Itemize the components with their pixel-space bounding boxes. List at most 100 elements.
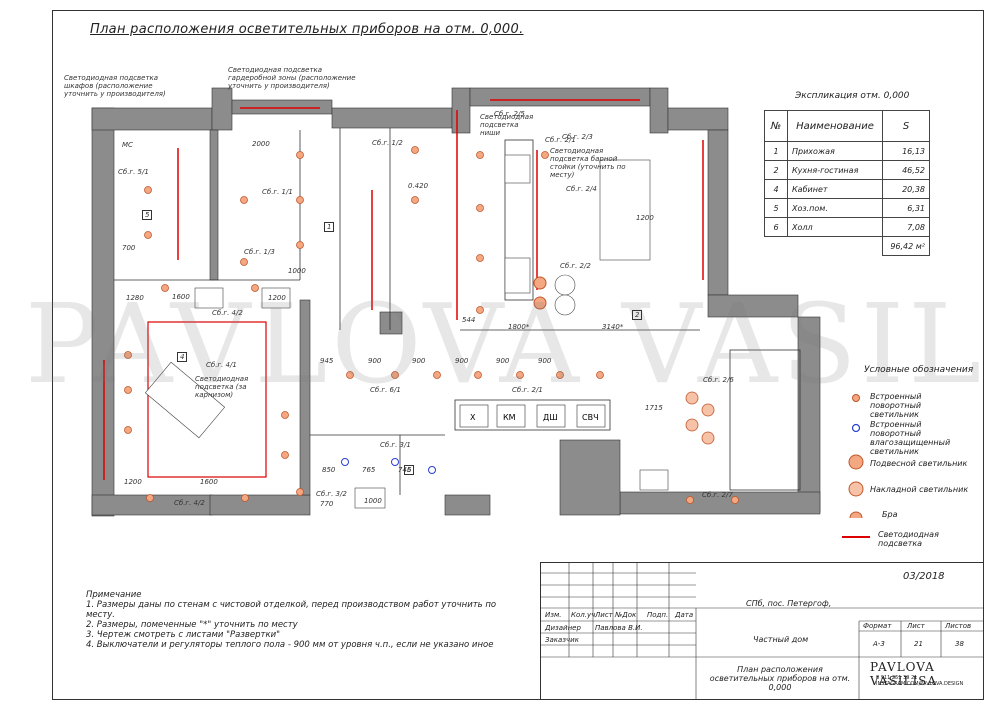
- appliance-dishwasher: [536, 404, 566, 428]
- tb-sheets-label: Листов: [945, 622, 972, 630]
- table-cell: 1: [764, 141, 788, 161]
- spot-lights: [124, 146, 739, 504]
- table-cell: 6,31: [882, 198, 930, 218]
- tb-location: СПб, пос. Петергоф,: [746, 599, 832, 608]
- column-header: №: [764, 110, 788, 142]
- tb-sheet-title: План расположения осветительных приборов…: [709, 665, 851, 692]
- dim: 1000: [364, 497, 382, 505]
- group-label: Сб.г. 3/1: [380, 441, 411, 449]
- dim: 770: [320, 500, 334, 508]
- table-cell: 46,52: [882, 160, 930, 180]
- tb-col: Лист: [595, 611, 613, 619]
- tb-col: Подп.: [647, 611, 669, 619]
- table-header: № Наименование S: [764, 110, 930, 142]
- tb-sheet-label: Лист: [907, 622, 925, 630]
- room-number-1: 1: [324, 222, 335, 232]
- column-header: S: [882, 110, 930, 142]
- table-cell: Хоз.пом.: [787, 198, 883, 218]
- dim: 1715: [645, 404, 663, 412]
- dim: 544: [462, 316, 476, 324]
- table-cell: Холл: [787, 217, 883, 237]
- room-number-2: 2: [632, 310, 643, 320]
- led-strips: [103, 99, 704, 480]
- tb-designer-role: Дизайнер: [545, 624, 581, 632]
- dim: 765: [362, 466, 376, 474]
- tb-date: 03/2018: [903, 571, 945, 582]
- table-row: 2 Кухня-гостиная 46,52: [764, 160, 930, 180]
- table-cell: Кабинет: [787, 179, 883, 199]
- legend-label: Встроенный поворотный светильник: [870, 392, 922, 419]
- appliance-oven: [496, 404, 526, 428]
- table-cell-total: 96,42 м²: [882, 236, 930, 256]
- dim: 900: [412, 357, 426, 365]
- explication-title: Экспликация отм. 0,000: [795, 91, 910, 101]
- tb-sheets: 38: [955, 640, 964, 648]
- tb-customer-role: Заказчик: [545, 636, 579, 644]
- appliance-label-dsh: ДШ: [543, 413, 558, 422]
- dim: 700: [122, 244, 136, 252]
- tb-designer-name: Павлова В.И.: [595, 624, 643, 632]
- dim: 945: [320, 357, 334, 365]
- group-label: Сб.г. 1/1: [262, 188, 293, 196]
- partitions: [114, 128, 801, 495]
- table-cell: Кухня-гостиная: [787, 160, 883, 180]
- dim: 0.420: [408, 182, 429, 190]
- dim: 1200: [268, 294, 286, 302]
- appliance-label-x: Х: [470, 413, 476, 422]
- drawing-title: План расположения осветительных приборов…: [90, 22, 524, 37]
- table-cell: 4: [764, 179, 788, 199]
- dim: 745: [398, 466, 412, 474]
- table-row: 1 Прихожая 16,13: [764, 141, 930, 161]
- table-cell: 5: [764, 198, 788, 218]
- tb-col: Изм.: [545, 611, 562, 619]
- led-wardrobe-note: Светодиодная подсветка шкафов (расположе…: [64, 74, 166, 98]
- logo-phone: 8 911 251 39 21: [876, 675, 918, 681]
- group-label: Сб.г. 4/1: [206, 361, 237, 369]
- appliance-label-km: КМ: [503, 413, 516, 422]
- room-number-6: 6: [404, 465, 415, 475]
- group-label: Сб.г. 6/1: [370, 386, 401, 394]
- dim: 2000: [252, 140, 270, 148]
- note-line: 2. Размеры, помеченные "*" уточнить по м…: [86, 620, 298, 630]
- legend-label: Светодиодная подсветка: [878, 530, 939, 548]
- group-label: Сб.г. 4/2: [174, 499, 205, 507]
- led-cornice-note: Светодиодная подсветка (за карнизом): [195, 375, 249, 399]
- led-bar-note: Светодиодная подсветка барной стойки (ут…: [550, 147, 626, 179]
- mc-label: МС: [122, 141, 133, 149]
- group-label: Сб.г. 2/3: [562, 133, 593, 141]
- group-label: Сб.г. 2/4: [566, 185, 597, 193]
- table-cell: 7,08: [882, 217, 930, 237]
- legend-title: Условные обозначения: [864, 365, 974, 375]
- dim: 900: [496, 357, 510, 365]
- wet-spot-lights: [341, 458, 436, 474]
- logo-contact: 8 911 251 39 21 INSTAGRAM.COM/PAVLOVA.DE…: [876, 675, 963, 687]
- table-cell: Прихожая: [787, 141, 883, 161]
- appliance-microwave: [576, 404, 606, 428]
- dim: 900: [538, 357, 552, 365]
- table-cell: 16,13: [882, 141, 930, 161]
- group-label: Сб.г. 5/1: [118, 168, 149, 176]
- group-label: Сб.г. 1/2: [372, 139, 403, 147]
- walls: [91, 87, 821, 517]
- note-line: 4. Выключатели и регуляторы теплого пола…: [86, 640, 494, 650]
- legend-label: Встроенный поворотный влагозащищенный св…: [870, 420, 951, 456]
- table-row: 6 Холл 7,08: [764, 217, 930, 237]
- room-number-5: 5: [142, 210, 153, 220]
- dim: 900: [368, 357, 382, 365]
- table-row-total: 96,42 м²: [765, 236, 930, 256]
- legend-label: Подвесной светильник: [870, 459, 968, 468]
- furniture: [144, 154, 669, 509]
- dim: 3140*: [602, 323, 624, 331]
- tb-col: Кол.уч: [571, 611, 596, 619]
- legend-label: Накладной светильник: [870, 485, 969, 494]
- notes-heading: Примечание: [86, 590, 142, 600]
- tb-format-label: Формат: [863, 622, 892, 630]
- title-block-grid: [541, 563, 983, 699]
- watermark: PAVLOVA VASILISA: [25, 280, 990, 408]
- table-row: 4 Кабинет 20,38: [764, 179, 930, 199]
- group-label: Сб.г. 2/7: [702, 491, 733, 499]
- tb-col: Дата: [675, 611, 694, 619]
- table-cell: 20,38: [882, 179, 930, 199]
- group-label: Сб.г. 2/6: [703, 376, 734, 384]
